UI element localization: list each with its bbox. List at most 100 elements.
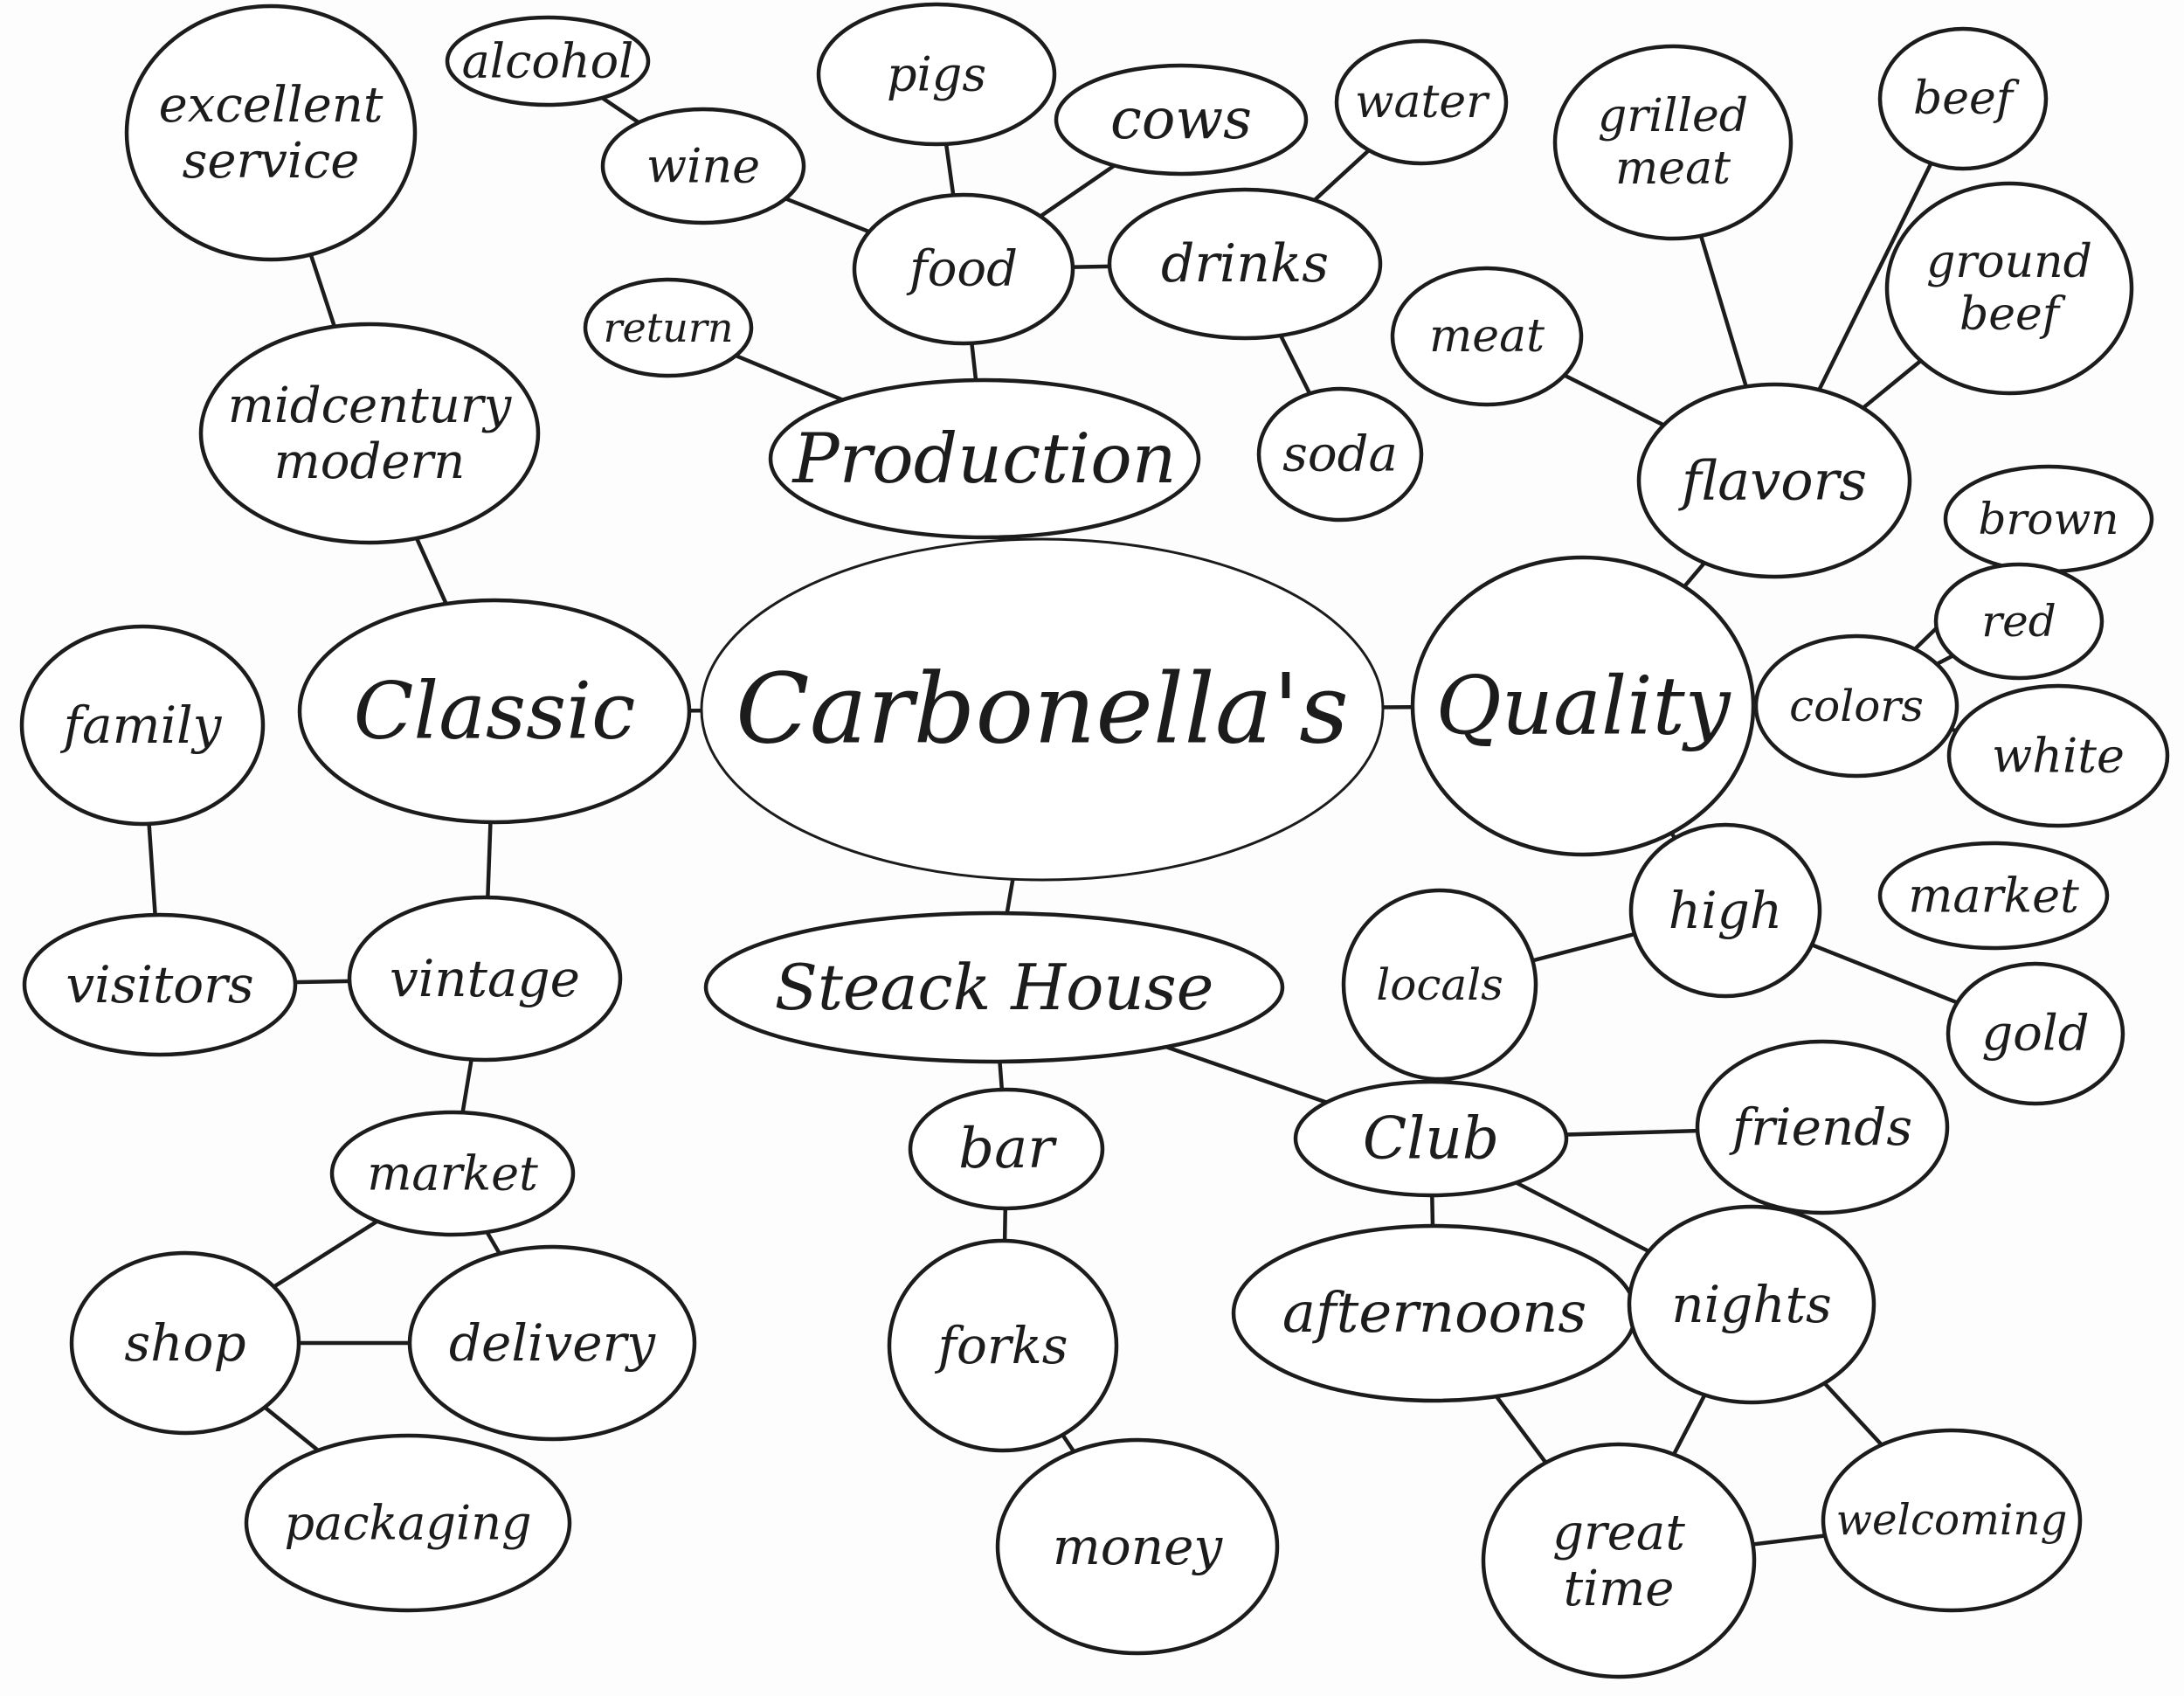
node-friends: friends (1695, 1039, 1950, 1215)
node-label: Club (1363, 1105, 1499, 1173)
node-bubble (852, 192, 1075, 346)
node-label: soda (1282, 426, 1398, 483)
node-food: food (852, 192, 1075, 346)
node-bubble (1946, 683, 2170, 828)
node-bubble (347, 895, 623, 1063)
node-market2: market (1877, 841, 2110, 951)
node-bubble (1481, 1442, 1757, 1679)
node-label: market (367, 1146, 538, 1201)
node-label: welcoming (1836, 1496, 2068, 1545)
node-label: brown (1978, 494, 2118, 544)
node-label: cows (1110, 87, 1252, 152)
node-bubble (583, 277, 754, 378)
node-high: high (1628, 822, 1822, 999)
node-shop: shop (69, 1250, 301, 1436)
node-meat: meat (1390, 266, 1584, 407)
node-label: meat (1429, 310, 1545, 363)
node-bar: bar (908, 1087, 1105, 1211)
node-bubble (1884, 181, 2134, 396)
node-cows: cows (1054, 63, 1309, 177)
node-label: red (1981, 596, 2056, 647)
node-bubble (1410, 555, 1756, 857)
node-bubble (1054, 63, 1309, 177)
node-pigs: pigs (816, 2, 1057, 147)
node-label: nights (1671, 1275, 1831, 1334)
node-drinks: drinks (1107, 187, 1383, 341)
node-label: gold (1981, 1006, 2089, 1063)
node-afternoons: afternoons (1231, 1223, 1638, 1403)
node-steakhouse: Steack House (703, 910, 1285, 1064)
node-label: visitors (66, 955, 253, 1014)
node-bubble (198, 322, 541, 545)
node-family: family (19, 624, 266, 827)
node-flavors: flavors (1636, 382, 1912, 579)
node-label: water (1355, 76, 1490, 128)
node-bubble (297, 598, 692, 825)
node-bubble (703, 910, 1285, 1064)
node-label: colors (1789, 681, 1924, 731)
node-vintage: vintage (347, 895, 623, 1063)
nodes-layer: Carbonella's Classic ProductionQualityStea… (19, 2, 2170, 1679)
node-label: return (604, 304, 734, 351)
node-bubble (1695, 1039, 1950, 1215)
node-label: shop (124, 1313, 245, 1373)
node-bubble (1341, 888, 1538, 1082)
node-bubble (1334, 38, 1509, 166)
node-label: forks (934, 1316, 1068, 1375)
node-label: Classic (354, 666, 636, 758)
node-bubble (908, 1087, 1105, 1211)
node-label: packaging (284, 1496, 531, 1551)
node-bubble (700, 537, 1385, 882)
node-label: family (60, 696, 223, 755)
node-quality: Quality (1410, 555, 1756, 857)
node-white: white (1946, 683, 2170, 828)
node-label: Carbonella's (736, 654, 1349, 766)
node-bubble (1753, 633, 1959, 779)
node-production: Production (768, 377, 1201, 540)
node-bubble (1946, 961, 2125, 1106)
node-label: drinks (1161, 233, 1329, 294)
node-label: Quality (1435, 660, 1731, 753)
node-label: flavors (1678, 449, 1867, 513)
node-market1: market (329, 1110, 576, 1237)
node-brown: brown (1943, 464, 2154, 574)
node-bubble (1636, 382, 1912, 579)
node-bubble (1390, 266, 1584, 407)
node-bubble (1552, 44, 1794, 241)
node-carbonella: Carbonella's (700, 537, 1385, 882)
node-colors: colors (1753, 633, 1959, 779)
node-label: afternoons (1282, 1281, 1586, 1346)
node-forks: forks (887, 1238, 1119, 1453)
node-delivery: delivery (407, 1244, 697, 1442)
node-water: water (1334, 38, 1509, 166)
node-bubble (600, 107, 806, 225)
node-beef: beef (1877, 26, 2049, 171)
node-label: delivery (449, 1313, 656, 1373)
node-welcoming: welcoming (1821, 1428, 2083, 1613)
node-bubble (1256, 386, 1424, 523)
node-bubble (1877, 841, 2110, 951)
node-soda: soda (1256, 386, 1424, 523)
node-club: Club (1293, 1079, 1569, 1198)
node-label: bar (958, 1117, 1057, 1181)
node-label: high (1669, 881, 1782, 940)
node-bubble (887, 1238, 1119, 1453)
node-classic: Classic (297, 598, 692, 825)
node-bubble (124, 3, 418, 262)
node-bubble (22, 912, 298, 1057)
node-bubble (1107, 187, 1383, 341)
node-label: white (1992, 729, 2125, 784)
node-bubble (816, 2, 1057, 147)
node-visitors: visitors (22, 912, 298, 1057)
node-bubble (329, 1110, 576, 1237)
node-bubble (1821, 1428, 2083, 1613)
